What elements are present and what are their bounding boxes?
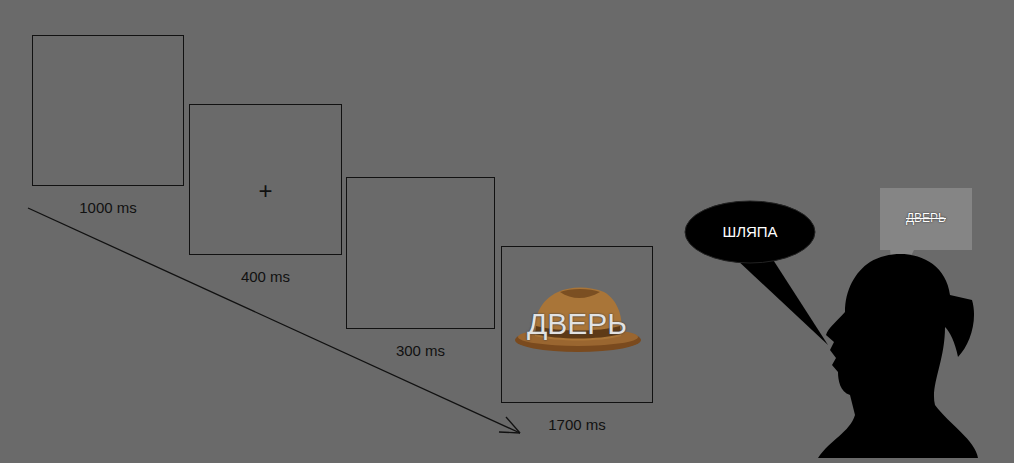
fixation-cross: + (258, 177, 272, 205)
duration-label: 1000 ms (79, 199, 137, 216)
blank-frame: 300 ms (346, 177, 495, 329)
thought-box: ДВЕРЬ (880, 188, 972, 250)
timeline-arrow (28, 208, 520, 433)
stimulus-frame: ДВЕРЬ1700 ms (501, 246, 653, 403)
spoken-word: ШЛЯПА (722, 223, 777, 240)
hat-picture (515, 288, 641, 353)
speech-tail (735, 255, 828, 345)
speech-bubble-shape (685, 201, 815, 263)
suppressed-word: ДВЕРЬ (906, 212, 946, 226)
distractor-word: ДВЕРЬ (527, 307, 627, 342)
stimulus-frame: 1000 ms (32, 35, 184, 186)
duration-label: 400 ms (241, 268, 290, 285)
fixation-frame: +400 ms (189, 104, 342, 255)
head-silhouette (818, 254, 978, 458)
duration-label: 1700 ms (548, 416, 606, 433)
duration-label: 300 ms (396, 342, 445, 359)
speech-bubble: ШЛЯПА (685, 201, 815, 263)
